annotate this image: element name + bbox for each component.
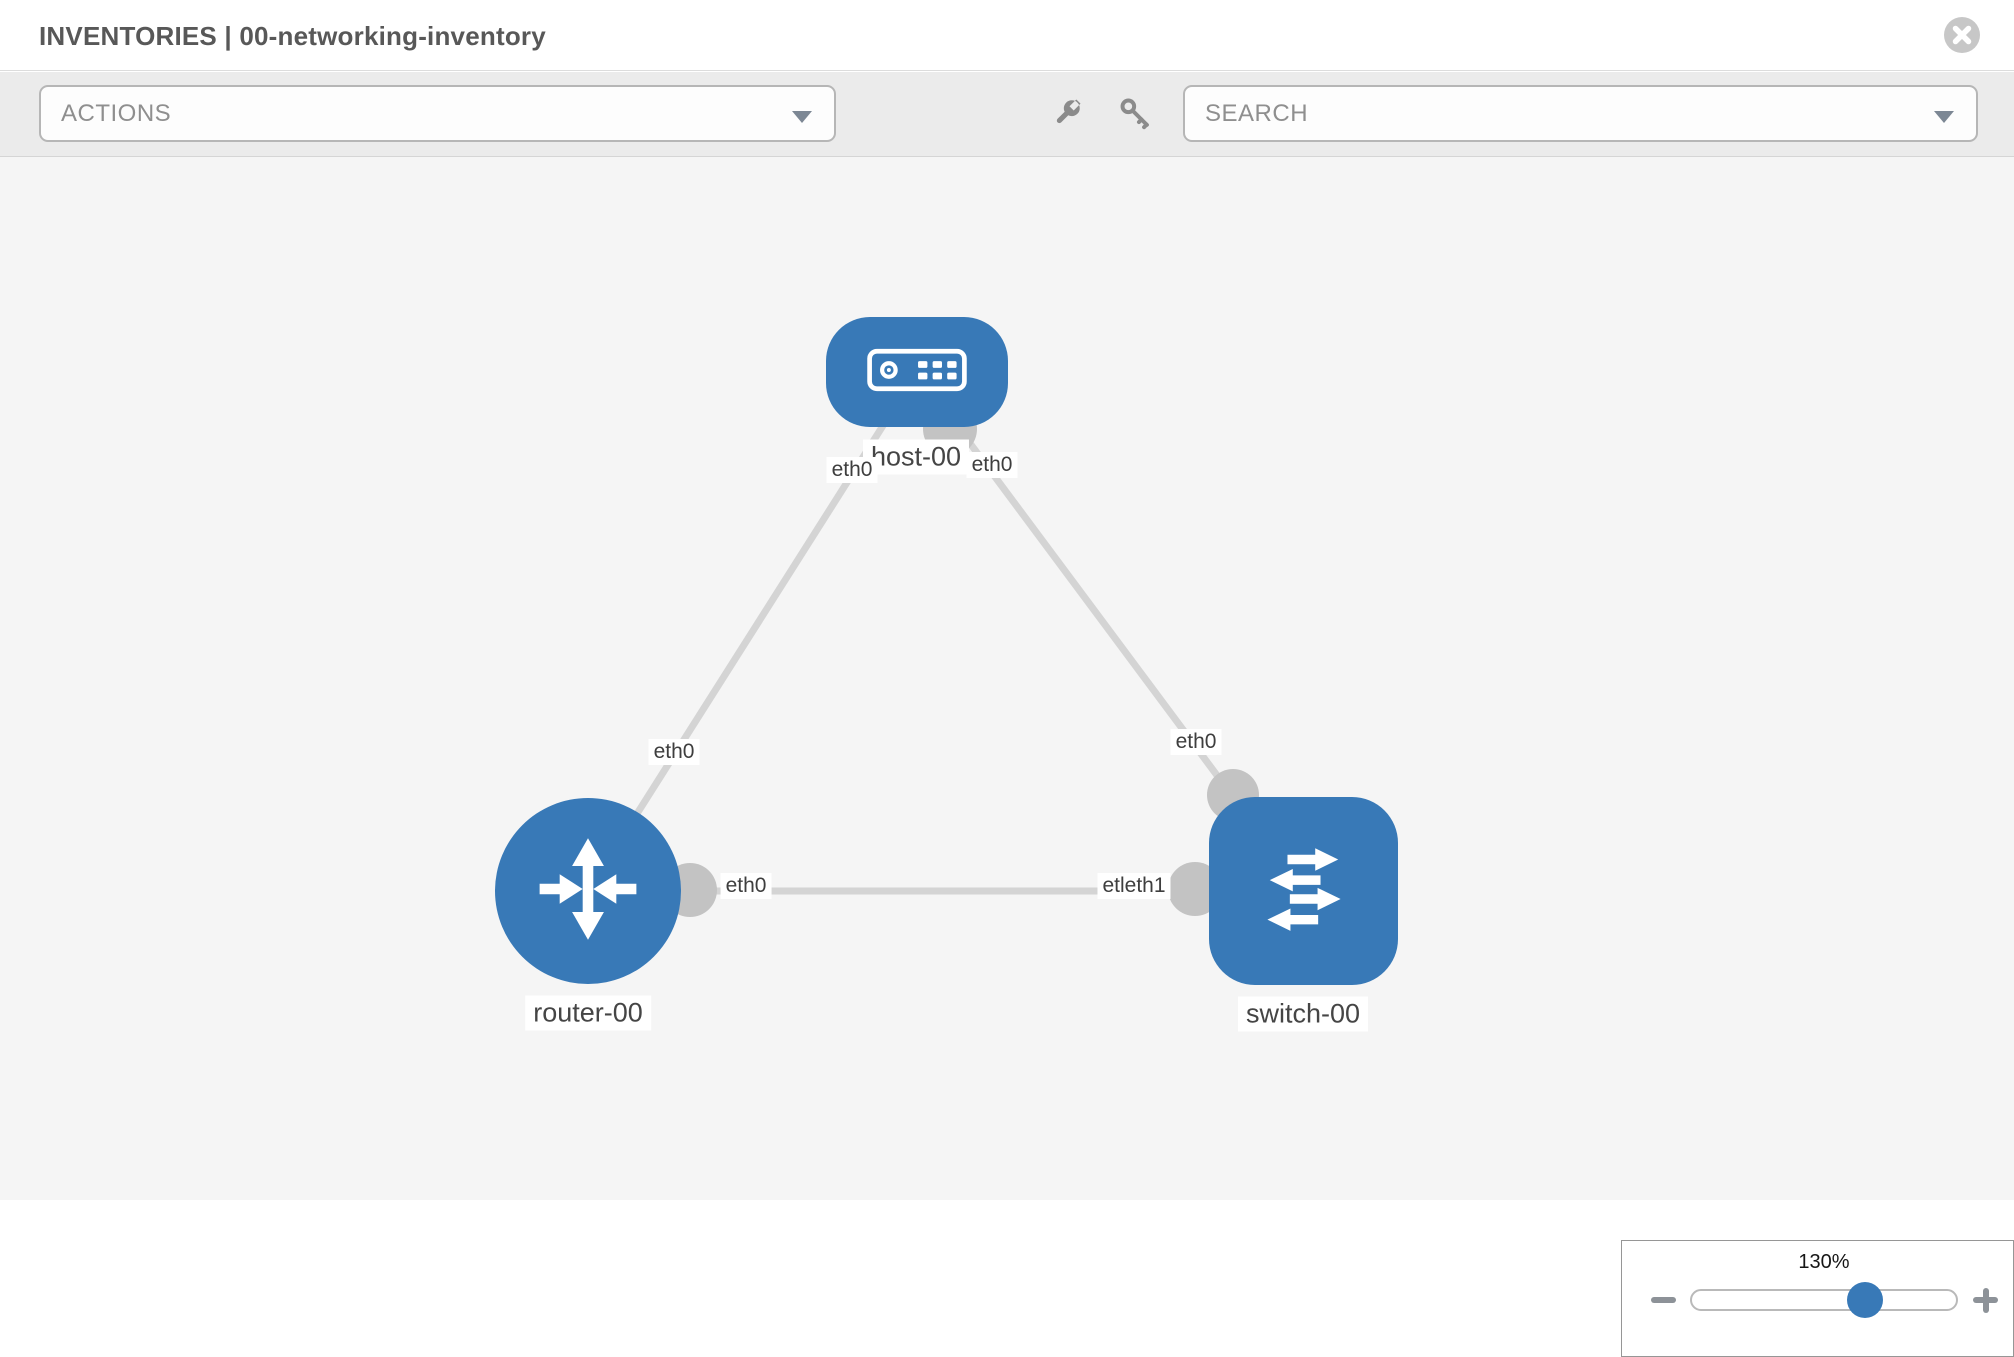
interface-label: eth0 xyxy=(1170,729,1222,755)
connector-dot xyxy=(1168,862,1222,916)
zoom-slider-track[interactable] xyxy=(1690,1282,1958,1318)
credentials-button[interactable] xyxy=(1117,96,1153,132)
page-title: INVENTORIES | 00-networking-inventory xyxy=(39,21,546,52)
tools-button[interactable] xyxy=(1049,96,1085,132)
key-icon xyxy=(1118,98,1152,133)
inventory-name: 00-networking-inventory xyxy=(239,21,546,51)
actions-dropdown-label: ACTIONS xyxy=(61,99,172,127)
panel-header: INVENTORIES | 00-networking-inventory xyxy=(0,0,2014,71)
close-button[interactable] xyxy=(1944,17,1980,53)
close-icon xyxy=(1944,17,1980,56)
zoom-out-button[interactable] xyxy=(1647,1283,1681,1317)
switch-icon xyxy=(1245,830,1363,953)
node-host-00[interactable] xyxy=(826,317,1008,427)
topology-canvas[interactable]: host-00 router-00 switch-00 eth0 eth0 et… xyxy=(0,157,2014,1357)
interface-label: eth0 xyxy=(720,873,772,899)
search-dropdown[interactable]: SEARCH xyxy=(1183,85,1978,142)
node-label-host: host-00 xyxy=(862,439,970,475)
host-icon xyxy=(867,348,967,397)
interface-label: eth0 xyxy=(826,457,878,483)
breadcrumb: INVENTORIES xyxy=(39,21,217,51)
actions-dropdown[interactable]: ACTIONS xyxy=(39,85,836,142)
interface-label: etleth1 xyxy=(1097,873,1171,899)
node-router-00[interactable] xyxy=(495,798,681,984)
chevron-down-icon xyxy=(1934,111,1954,123)
minus-icon xyxy=(1651,1297,1676,1303)
node-label-switch: switch-00 xyxy=(1237,996,1369,1032)
breadcrumb-separator: | xyxy=(224,21,232,51)
zoom-control-panel: 130% xyxy=(1621,1240,2014,1357)
node-label-router: router-00 xyxy=(525,995,651,1031)
zoom-slider-handle[interactable] xyxy=(1847,1282,1883,1318)
links-layer xyxy=(585,369,1306,917)
search-dropdown-label: SEARCH xyxy=(1205,99,1309,127)
zoom-in-button[interactable] xyxy=(1969,1283,2003,1317)
router-icon xyxy=(529,830,647,953)
interface-label: eth0 xyxy=(966,452,1018,478)
toolbar: ACTIONS SEARCH xyxy=(0,72,2014,157)
node-switch-00[interactable] xyxy=(1209,797,1398,985)
zoom-level-value: 130% xyxy=(1798,1251,1850,1273)
wrench-icon xyxy=(1050,99,1084,133)
chevron-down-icon xyxy=(792,111,812,123)
interface-label: eth0 xyxy=(648,739,700,765)
